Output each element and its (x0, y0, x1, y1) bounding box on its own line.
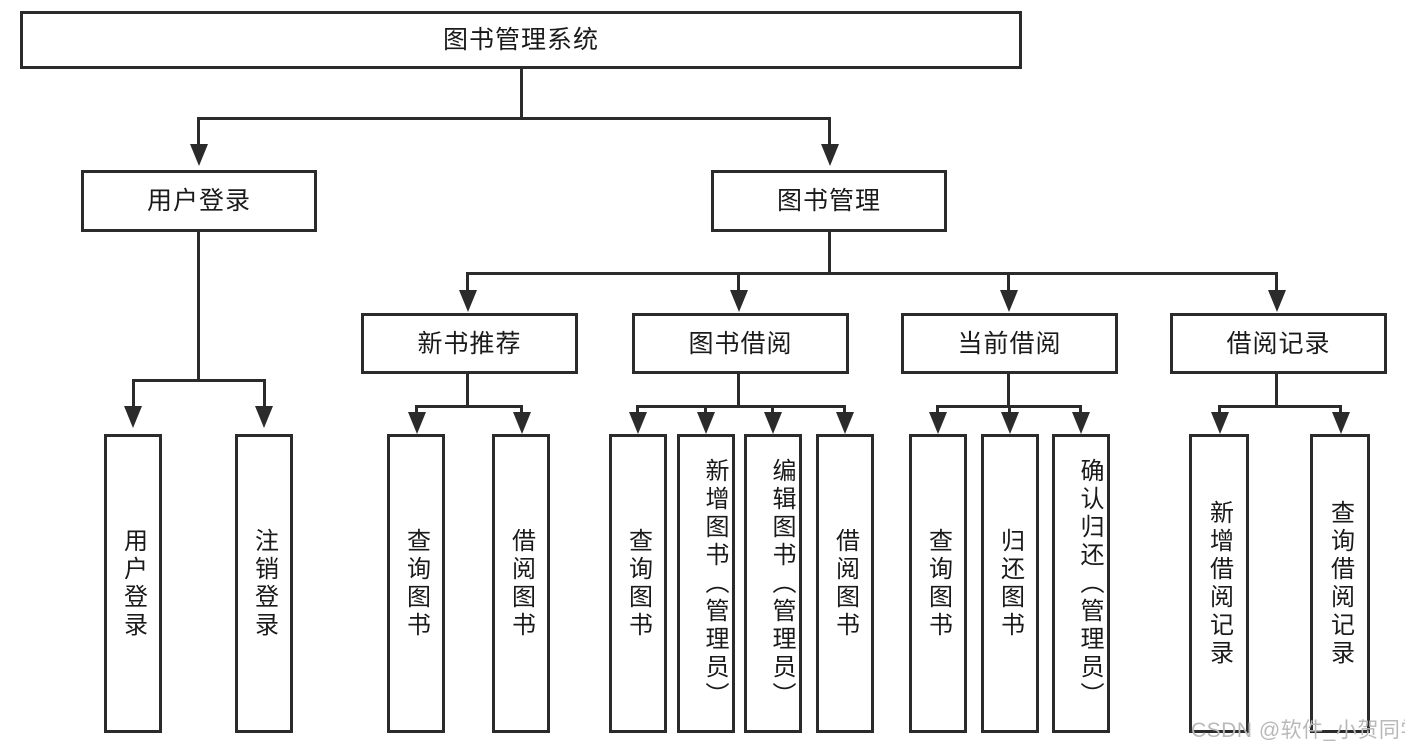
node-label: 图书管理 (776, 187, 881, 215)
leaf-query-book-borrow[interactable]: 查询图书 (609, 434, 667, 733)
edge-new-book-bus (415, 405, 523, 408)
edge-borrow-record-bus (1218, 405, 1342, 408)
arrow-to-leaf-user-login (124, 406, 142, 428)
node-label: 借阅图书 (507, 527, 535, 640)
edge-level2-drop-user (197, 117, 200, 145)
node-label: 确认归还（管理员） (1076, 457, 1103, 710)
node-book-borrow[interactable]: 图书借阅 (632, 313, 849, 374)
node-label: 借阅图书 (831, 527, 859, 640)
watermark-text: CSDN @软件_小贺同学 (1191, 719, 1405, 742)
node-label: 查询图书 (924, 527, 952, 640)
node-current-borrow[interactable]: 当前借阅 (901, 313, 1118, 374)
node-borrow-record[interactable]: 借阅记录 (1170, 313, 1387, 374)
edge-book-management-stem (828, 232, 831, 275)
edge-level3-drop-3 (1007, 272, 1010, 299)
arrow-to-leaf-add-book (697, 412, 715, 434)
node-label: 图书管理系统 (442, 26, 599, 54)
node-label: 借阅记录 (1226, 329, 1331, 358)
arrow-to-leaf-borrow-book-2 (836, 412, 854, 434)
arrow-to-leaf-query-book-1 (408, 412, 426, 434)
leaf-borrow-book-new[interactable]: 借阅图书 (492, 434, 550, 733)
node-label: 用户登录 (119, 527, 147, 640)
node-label: 归还图书 (996, 527, 1024, 640)
node-label: 注销登录 (250, 527, 278, 640)
arrow-to-leaf-add-record (1211, 412, 1229, 434)
leaf-return-book[interactable]: 归还图书 (981, 434, 1039, 733)
arrow-to-leaf-query-book-2 (629, 412, 647, 434)
leaf-edit-book-admin[interactable]: 编辑图书（管理员） (744, 434, 802, 733)
arrow-to-leaf-edit-book (764, 412, 782, 434)
leaf-query-book-current[interactable]: 查询图书 (909, 434, 967, 733)
edge-level3-drop-2 (737, 272, 740, 299)
edge-level2-bus (197, 117, 831, 120)
edge-user-login-stem (197, 232, 200, 381)
node-label: 图书借阅 (688, 329, 793, 358)
node-label: 编辑图书（管理员） (768, 457, 795, 710)
edge-book-borrow-stem (737, 374, 740, 407)
edge-root-stem (520, 69, 523, 118)
edge-borrow-record-stem (1275, 374, 1278, 407)
edge-level3-drop-4 (1275, 272, 1278, 299)
arrow-to-leaf-query-book-3 (929, 412, 947, 434)
leaf-borrow-book-borrow[interactable]: 借阅图书 (816, 434, 874, 733)
edge-level3-drop-1 (466, 272, 469, 299)
edge-current-borrow-stem (1007, 374, 1010, 407)
node-label: 用户登录 (146, 187, 251, 215)
leaf-query-borrow-record[interactable]: 查询借阅记录 (1310, 434, 1370, 733)
edge-level3-bus (466, 272, 1278, 275)
node-label: 新增图书（管理员） (701, 457, 728, 710)
node-label: 新书推荐 (417, 329, 522, 358)
leaf-logout[interactable]: 注销登录 (235, 434, 293, 733)
node-label: 查询借阅记录 (1326, 499, 1354, 668)
arrow-to-leaf-return-book (1001, 412, 1019, 434)
node-user-login[interactable]: 用户登录 (81, 170, 317, 232)
node-label: 当前借阅 (957, 329, 1062, 358)
leaf-add-borrow-record[interactable]: 新增借阅记录 (1189, 434, 1249, 733)
arrow-to-current-borrow (1000, 290, 1018, 312)
node-label: 查询图书 (624, 527, 652, 640)
arrow-to-user-login (190, 144, 208, 166)
leaf-confirm-return-admin[interactable]: 确认归还（管理员） (1052, 434, 1110, 733)
arrow-to-book-borrow (730, 290, 748, 312)
edge-user-login-drop-1 (132, 379, 135, 407)
arrow-to-book-management (821, 144, 839, 166)
arrow-to-borrow-record (1268, 290, 1286, 312)
arrow-to-new-book-recommend (459, 290, 477, 312)
node-root-book-management-system[interactable]: 图书管理系统 (20, 11, 1022, 69)
edge-book-borrow-bus (636, 405, 846, 408)
leaf-user-login[interactable]: 用户登录 (104, 434, 162, 733)
node-new-book-recommend[interactable]: 新书推荐 (361, 313, 578, 374)
arrow-to-leaf-confirm-return (1072, 412, 1090, 434)
arrow-to-leaf-borrow-book-1 (513, 412, 531, 434)
edge-new-book-stem (466, 374, 469, 407)
node-label: 新增借阅记录 (1205, 499, 1233, 668)
arrow-to-leaf-logout (255, 406, 273, 428)
edge-user-login-bus (132, 379, 266, 382)
leaf-add-book-admin[interactable]: 新增图书（管理员） (677, 434, 735, 733)
edge-user-login-drop-2 (263, 379, 266, 407)
node-book-management[interactable]: 图书管理 (711, 170, 947, 232)
node-label: 查询图书 (402, 527, 430, 640)
edge-level2-drop-book (828, 117, 831, 145)
leaf-query-book-new[interactable]: 查询图书 (387, 434, 445, 733)
arrow-to-leaf-query-record (1332, 412, 1350, 434)
